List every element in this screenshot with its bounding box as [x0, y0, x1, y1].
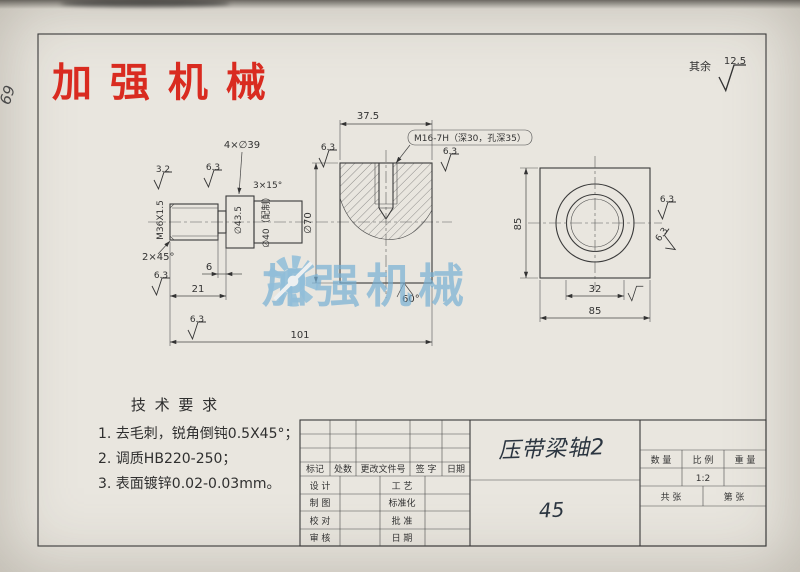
tech-item-3: 3. 表面镀锌0.02-0.03mm。	[98, 475, 280, 492]
roughness-6-3: 6.3	[190, 315, 204, 325]
tech-requirements: 技 术 要 求 1. 去毛刺，锐角倒钝0.5X45°； 2. 调质HB220-2…	[98, 396, 298, 492]
roughness-icon	[627, 285, 644, 302]
material: 45	[538, 497, 565, 522]
dim-32: 32	[589, 284, 602, 295]
dim-4x39: 4×∅39	[224, 140, 260, 151]
tb-header-sign: 签 字	[416, 463, 437, 475]
roughness-3-2: 3.2	[156, 165, 170, 175]
title-block: 标记 处数 更改文件号 签 字 日期 设 计 工 艺 制 图 标准化 校 对 批…	[299, 419, 767, 547]
dim-d70: ∅70	[303, 212, 314, 233]
tech-item-2: 2. 调质HB220-250；	[98, 451, 236, 467]
tb-sheet-no: 第 张	[724, 491, 745, 503]
roughness-6-3: 6.3	[206, 163, 220, 173]
company-logo: 加 强 机 械	[52, 60, 268, 106]
dim-6: 6	[206, 262, 212, 273]
tb-header-date: 日期	[447, 464, 465, 475]
tech-item-1: 1. 去毛刺，锐角倒钝0.5X45°；	[98, 426, 298, 442]
tb-header-count: 处数	[334, 463, 352, 475]
roughness-6-3: 6.3	[660, 195, 674, 205]
roughness-6-3: 6.3	[443, 147, 457, 157]
dim-d43-5: ∅43.5	[234, 206, 244, 234]
tb-scale-value: 1:2	[696, 474, 710, 484]
tb-row-audit: 审 核	[310, 532, 331, 544]
tb-row-check: 校 对	[310, 515, 331, 527]
dim-d40: ∅40（配制）	[260, 192, 272, 247]
roughness-6-3: 6.3	[154, 271, 168, 281]
scan-edge-shadow	[0, 0, 800, 9]
dim-101: 101	[290, 330, 309, 341]
tb-weight-label: 重 量	[735, 454, 756, 466]
part-name: 压带梁轴2	[498, 435, 606, 464]
scan-edge-blob	[60, 0, 230, 7]
dim-21: 21	[192, 284, 205, 295]
tb-scale-label: 比 例	[693, 454, 714, 466]
tb-row-process: 工 艺	[392, 481, 413, 492]
shaft-view	[169, 195, 303, 249]
dim-37-5: 37.5	[357, 111, 379, 122]
dimensions: 21 6 101 37.5 M16-7H（深30，孔深35） ∅70	[142, 111, 651, 346]
dim-85-bottom: 85	[589, 306, 602, 317]
tb-row-standard: 标准化	[388, 497, 415, 509]
surplus-label: 其余	[689, 59, 711, 73]
dim-3x15: 3×15°	[253, 181, 282, 191]
tb-sheets-total: 共 张	[661, 492, 682, 503]
end-view	[528, 156, 662, 290]
roughness-6-3: 6.3	[321, 143, 335, 153]
tb-row-date: 日 期	[392, 533, 413, 544]
roughness-6-3: 6.3	[654, 226, 670, 243]
tb-header-docno: 更改文件号	[360, 463, 405, 475]
roughness-icon	[718, 64, 747, 92]
tb-qty-label: 数 量	[651, 454, 672, 466]
tb-row-design: 设 计	[310, 480, 331, 492]
surplus-roughness-12-5: 12.5	[724, 56, 746, 67]
tb-row-approve: 批 准	[392, 515, 413, 527]
head-section-view	[339, 150, 433, 298]
dim-m16-callout: M16-7H（深30，孔深35）	[414, 133, 526, 144]
tb-row-draft: 制 图	[310, 497, 331, 509]
dim-thread-m36: M36X1.5	[156, 200, 166, 240]
tb-header-mark: 标记	[306, 463, 324, 475]
dim-60deg: 60°	[402, 294, 420, 305]
dim-85-left: 85	[513, 218, 524, 231]
tech-title: 技 术 要 求	[131, 396, 219, 414]
roughness-marks: 3.2 6.3 6.3 6.3 6.3 6.3 6.3 6.3 其余 12.5	[151, 56, 747, 340]
dim-2x45: 2×45°	[142, 252, 174, 263]
